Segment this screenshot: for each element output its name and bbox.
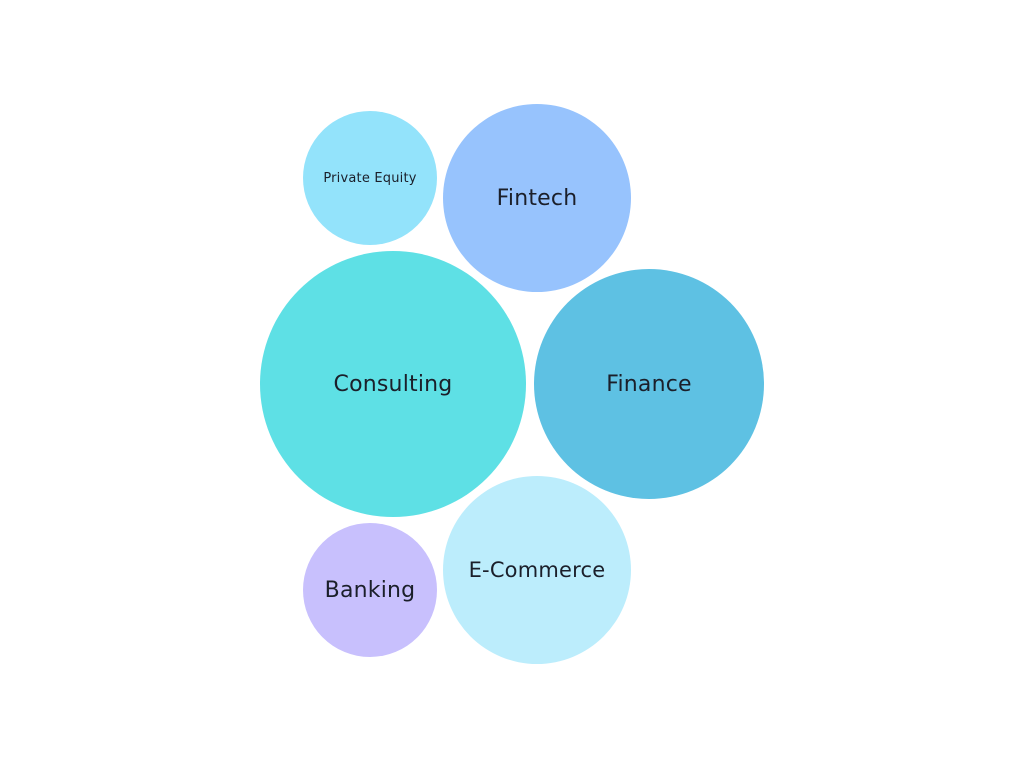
bubble-label-finance: Finance [606,371,692,397]
bubble-fintech: Fintech [443,104,631,292]
bubble-label-ecommerce: E-Commerce [468,558,606,582]
bubble-label-private-equity: Private Equity [323,170,417,186]
bubble-ecommerce: E-Commerce [443,476,631,664]
bubble-label-fintech: Fintech [496,185,578,211]
bubble-consulting: Consulting [260,251,526,517]
bubble-label-consulting: Consulting [333,371,453,397]
bubble-label-banking: Banking [324,577,416,603]
bubble-banking: Banking [303,523,437,657]
bubble-finance: Finance [534,269,764,499]
bubble-private-equity: Private Equity [303,111,437,245]
